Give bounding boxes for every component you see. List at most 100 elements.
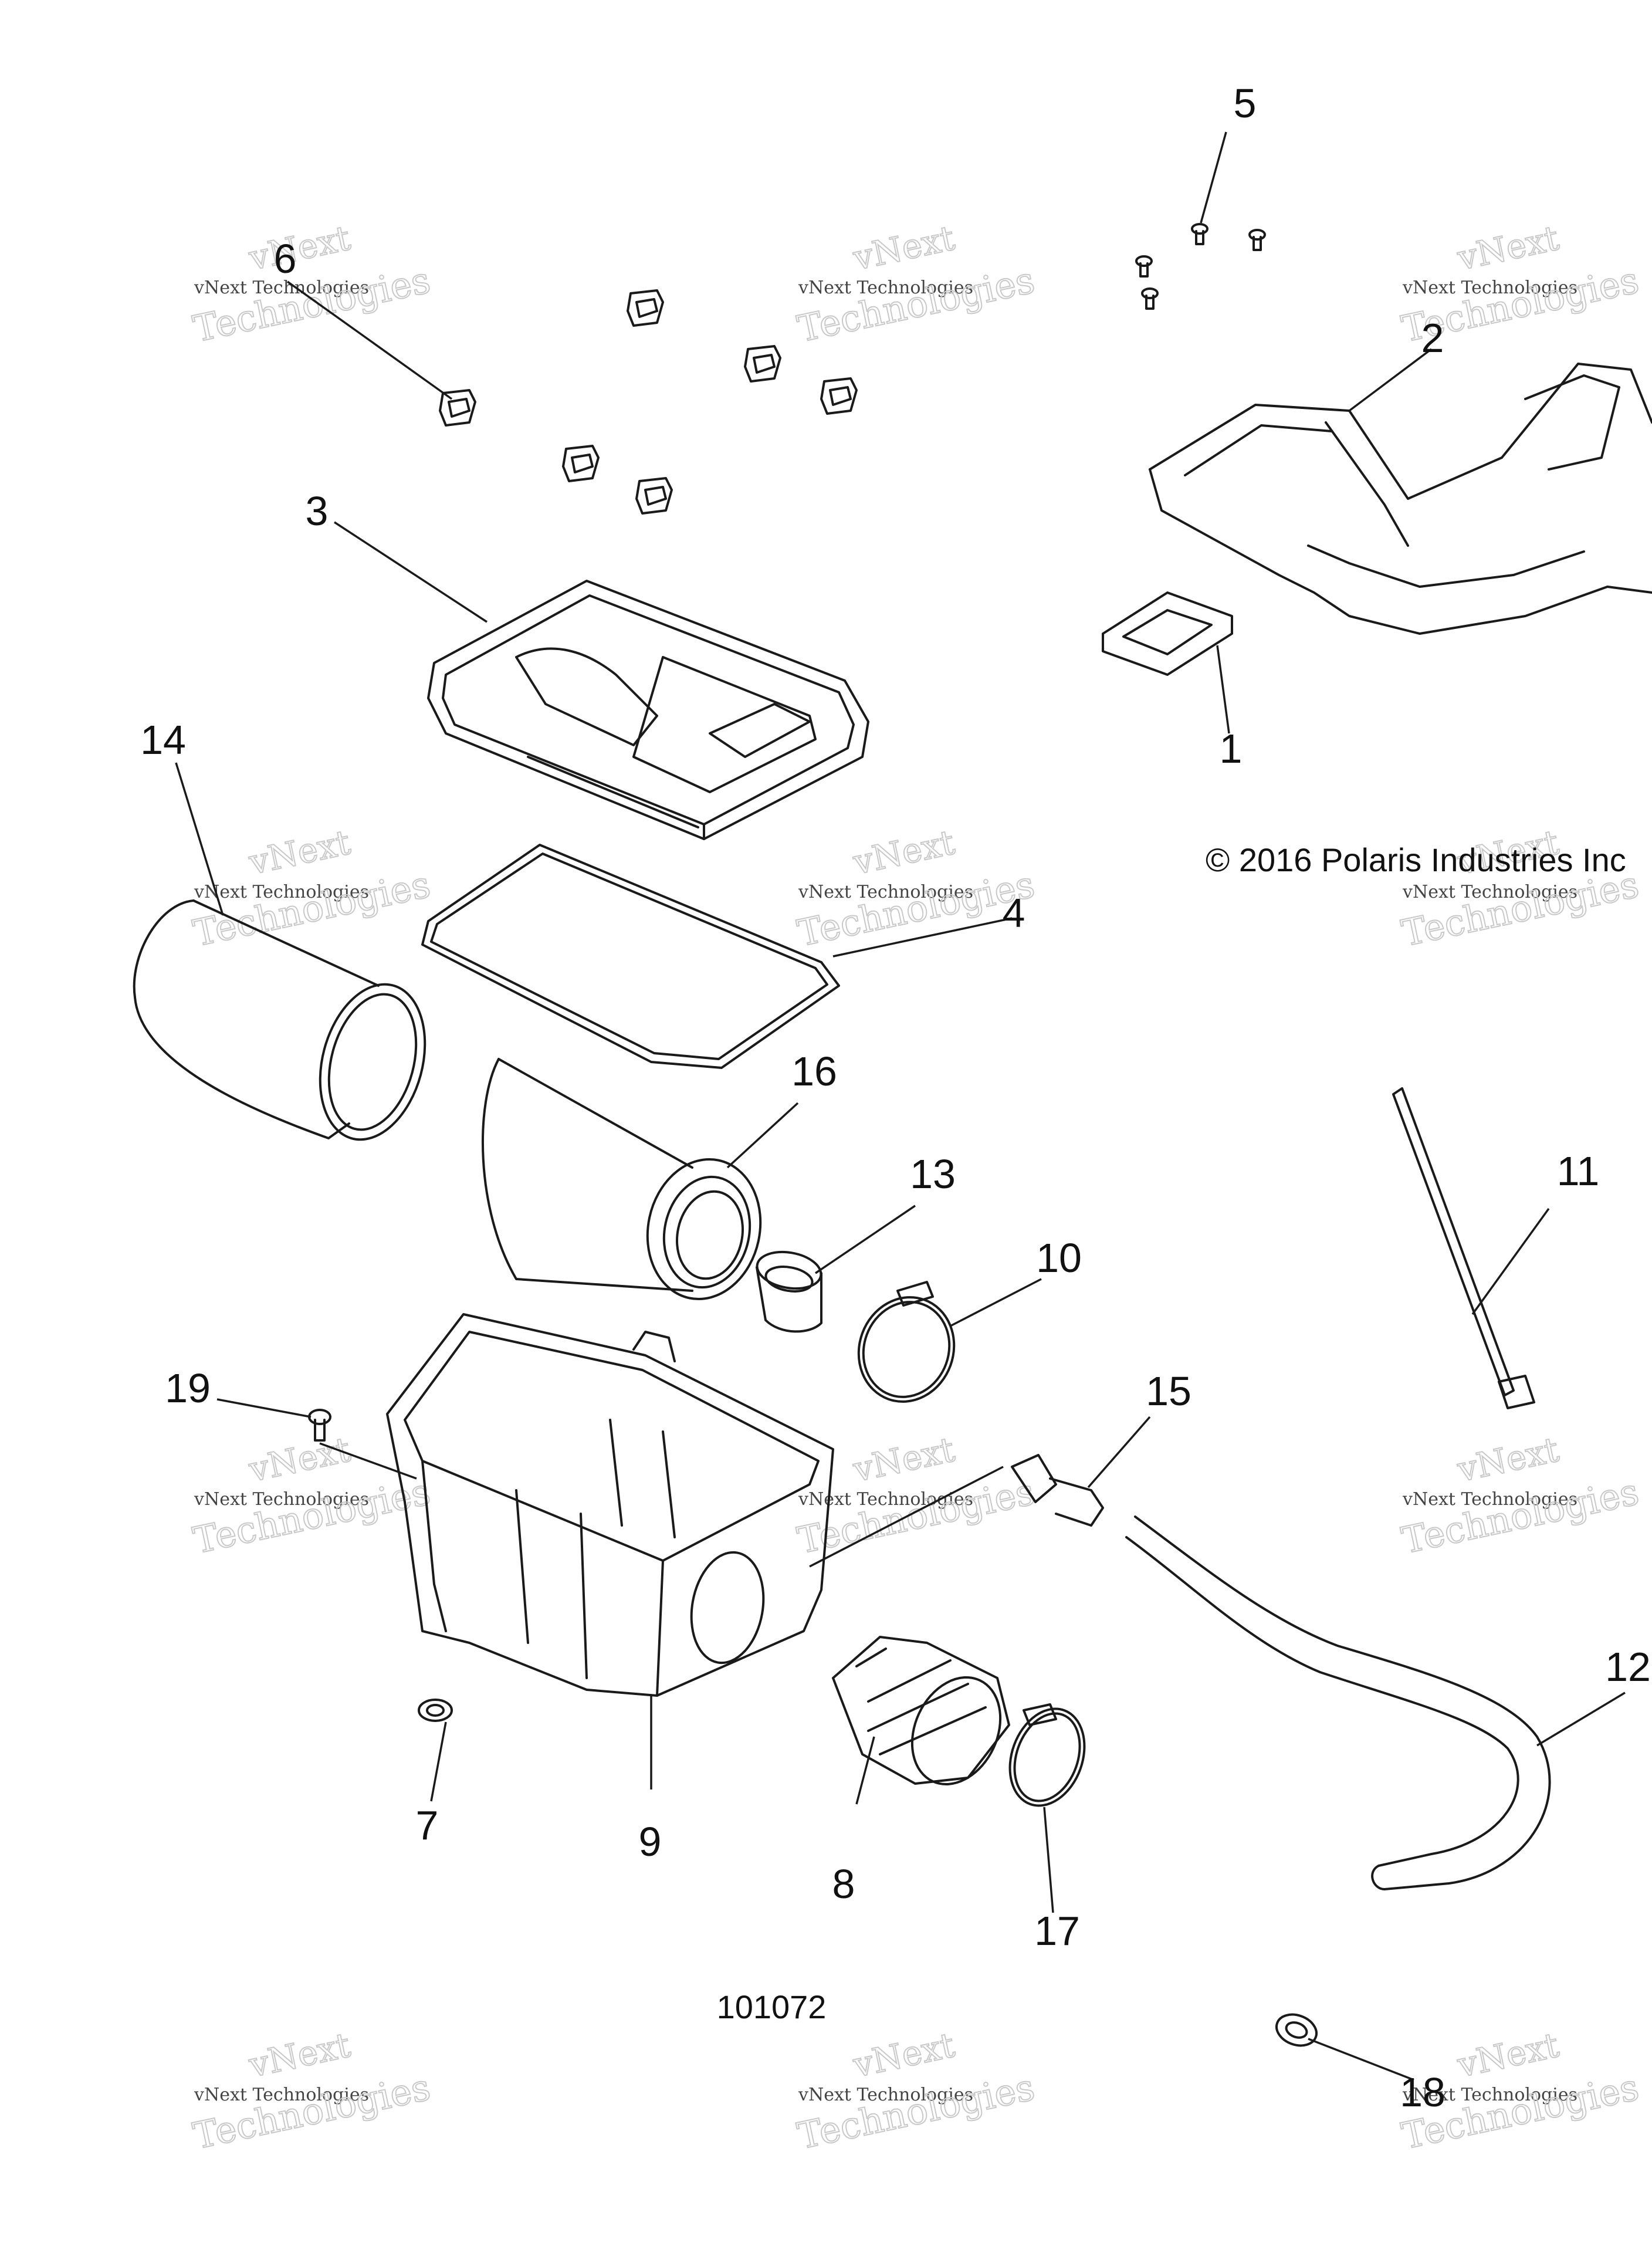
watermark-line1: vNext (849, 822, 958, 882)
part-12-hose (1125, 1515, 1551, 1890)
watermark-line2: vNext Technologies (798, 2085, 973, 2105)
watermark-line3: Technologies (189, 2066, 434, 2158)
callout-numbers: 1 2 3 4 5 6 7 8 9 10 11 12 13 14 15 16 1… (140, 80, 1651, 2115)
leader-19b (319, 1442, 417, 1480)
watermark-line3: Technologies (189, 863, 434, 955)
callout-17: 17 (1034, 1908, 1080, 1954)
leader-2 (1348, 348, 1433, 412)
part-9-airbox-body (386, 1313, 834, 1697)
leader-4 (832, 917, 1013, 958)
callout-16: 16 (791, 1048, 837, 1094)
watermark-line1: vNext (849, 2025, 958, 2085)
watermark-line1: vNext (245, 2025, 354, 2085)
part-13-coupler-ring (756, 1250, 822, 1333)
part-18-small-clamp (1275, 2013, 1318, 2047)
watermark-line1: vNext (1454, 218, 1562, 278)
leader-17 (1043, 1807, 1054, 1913)
part-1-gasket-plate (1102, 591, 1233, 676)
callout-5: 5 (1234, 80, 1257, 126)
part-17-clamp (1008, 1703, 1086, 1807)
leader-14 (175, 762, 224, 916)
callout-6: 6 (274, 236, 297, 282)
callout-14: 14 (140, 717, 186, 763)
part-4-seal-gasket (421, 844, 840, 1069)
leader-18 (1308, 2038, 1414, 2081)
watermark-line3: Technologies (189, 1470, 434, 1562)
watermark-line2: vNext Technologies (798, 882, 973, 902)
watermark-line2: vNext Technologies (1402, 1489, 1577, 1510)
leader-8 (855, 1736, 875, 1805)
callout-18: 18 (1400, 2069, 1446, 2115)
watermark-line2: vNext Technologies (194, 278, 369, 298)
watermark-line1: vNext (245, 218, 354, 278)
part-10-hose-clamp (857, 1281, 956, 1403)
leader-9b (809, 1466, 1004, 1568)
leader-6 (286, 280, 453, 400)
watermark-line1: vNext (245, 822, 354, 882)
drawing-id: 101072 (717, 1988, 827, 2025)
watermark-line3: Technologies (794, 863, 1038, 955)
leader-7 (430, 1721, 447, 1802)
callout-15: 15 (1146, 1368, 1191, 1414)
watermark-line1: vNext (1454, 2025, 1562, 2085)
leader-lines (175, 131, 1626, 2081)
watermark-line2: vNext Technologies (194, 882, 369, 902)
part-15-valve (1011, 1454, 1104, 1527)
part-16-air-filter (481, 1058, 762, 1301)
callout-13: 13 (910, 1151, 956, 1197)
watermark-line2: vNext Technologies (1402, 2085, 1577, 2105)
callout-19: 19 (165, 1365, 211, 1411)
parts-layer (133, 223, 1652, 2047)
leader-15 (1087, 1416, 1151, 1489)
callout-11: 11 (1557, 1148, 1600, 1194)
callout-12: 12 (1605, 1644, 1651, 1690)
part-2-intake-duct (1149, 363, 1652, 635)
copyright-notice: © 2016 Polaris Industries Inc (1206, 841, 1626, 878)
callout-7: 7 (416, 1802, 439, 1848)
watermark-line1: vNext (849, 1429, 958, 1490)
part-6-clips (439, 289, 858, 515)
part-14-prefilter-sleeve (133, 899, 426, 1141)
leader-19 (216, 1398, 312, 1418)
watermark-line2: vNext Technologies (798, 278, 973, 298)
watermark-line2: vNext Technologies (1402, 882, 1577, 902)
part-5-screws (1135, 223, 1266, 310)
watermark-line3: Technologies (1398, 1470, 1643, 1562)
leader-3 (334, 521, 488, 623)
leader-12 (1536, 1692, 1626, 1747)
watermark-line2: vNext Technologies (194, 1489, 369, 1510)
leader-13 (815, 1205, 916, 1274)
watermark-line1: vNext (245, 1429, 354, 1490)
part-11-cable-tie (1392, 1087, 1535, 1409)
callout-2: 2 (1421, 315, 1444, 361)
watermark-line3: Technologies (794, 259, 1038, 351)
watermark-line1: vNext (1454, 1429, 1562, 1490)
part-3-airbox-cover (427, 580, 869, 840)
callout-8: 8 (832, 1861, 855, 1907)
leader-1 (1216, 645, 1230, 734)
watermark-line3: Technologies (189, 259, 434, 351)
part-8-boot (832, 1636, 1010, 1786)
callout-1: 1 (1220, 726, 1243, 772)
leader-10 (950, 1278, 1042, 1327)
watermark-line2: vNext Technologies (798, 1489, 973, 1510)
part-7-grommet (418, 1699, 453, 1722)
leader-11 (1471, 1207, 1550, 1315)
callout-9: 9 (639, 1819, 662, 1865)
leader-5 (1200, 131, 1227, 224)
callout-4: 4 (1003, 890, 1025, 936)
watermark-line3: Technologies (794, 2066, 1038, 2158)
watermark-line2: vNext Technologies (1402, 278, 1577, 298)
watermark-line2: vNext Technologies (194, 2085, 369, 2105)
watermark-line1: vNext (849, 218, 958, 278)
